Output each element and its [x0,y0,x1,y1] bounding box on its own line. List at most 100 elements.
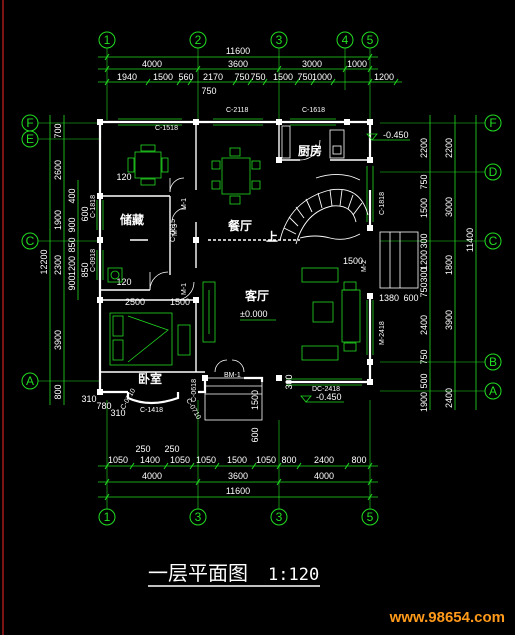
dim-label: 750 [419,282,429,297]
dim-label: 1380 [379,293,399,303]
dim-label: 500 [419,373,429,388]
dim-label: 1050 [170,455,190,465]
axis-label: 5 [367,510,374,524]
dim-label: 1500 [419,198,429,218]
door-tag: M-1 [181,198,188,210]
dim-label: 300 [419,267,429,282]
dim-label: 4000 [142,59,162,69]
elevation-entrance: -0.450 [316,392,342,402]
dim-label: 300 [419,233,429,248]
entrance-steps [204,231,419,421]
dim-label: 3600 [228,59,248,69]
dim-label: 4000 [142,471,162,481]
drawing-scale: 1:120 [268,565,319,585]
dim-label: 2200 [444,138,454,158]
dim-label: 1500 [343,256,363,266]
door-tag: M-1 [181,283,188,295]
dimension-ticks-bottom [104,462,373,501]
dim-label: 2400 [444,388,454,408]
dimension-ticks-top [104,53,399,86]
door-tag: DC-2418 [312,386,340,393]
dim-label: 3900 [444,310,454,330]
dim-label: 600 [80,206,90,221]
door-tag: C-0615 [170,219,177,242]
dim-label: 780 [96,401,111,411]
dim-label: 2400 [314,455,334,465]
dim-label: 4000 [314,471,334,481]
dimension-lines-left [49,115,79,405]
dim-left-total: 12200 [39,249,49,274]
room-label-storage: 储藏 [120,212,144,227]
window-tag: C-1518 [155,125,178,132]
dim-label: 800 [281,455,296,465]
spiral-staircase [279,174,369,245]
dim-label: 1000 [312,72,332,82]
dim-label: 750 [250,72,265,82]
dim-label: 120 [116,277,131,287]
dim-label: 560 [178,72,193,82]
axis-label: A [26,374,34,388]
elevation-kitchen-side: -0.450 [383,130,409,140]
axis-label: 3 [195,510,202,524]
window-tag: C-1818 [90,195,97,218]
room-label-living: 客厅 [244,288,269,303]
dim-label: 850 [67,237,77,252]
dimension-lines-bottom [98,465,378,498]
axis-label: D [489,165,498,179]
dim-label: 750 [419,349,429,364]
axis-label: 1 [104,510,111,524]
axis-bubbles-left [21,114,39,390]
window-tag: C-1418 [140,407,163,414]
window-tag: C-0918 [90,249,97,272]
window-tag: C-1818 [379,192,386,215]
dim-label: 1500 [153,72,173,82]
dim-label: 2200 [419,138,429,158]
dim-label: 250 [164,444,179,454]
doors [149,139,321,373]
dim-label: 600 [250,427,260,442]
dim-label: 1940 [117,72,137,82]
dim-label: 750 [201,86,216,96]
axis-label: E [26,132,34,146]
dim-right-total: 11400 [465,228,475,252]
axis-label: B [489,355,497,369]
dim-label: 1050 [256,455,276,465]
dim-bottom-total: 11600 [226,486,250,496]
dim-label: 2600 [53,160,63,180]
dim-label: 900 [67,275,77,290]
door-tag: BM-1 [224,372,241,379]
axis-label: 4 [342,33,349,47]
dim-label: 1200 [419,250,429,270]
dim-label: 1400 [140,455,160,465]
exterior-walls [98,120,372,405]
axis-label: 3 [276,33,283,47]
watermark-url: www.98654.com [389,609,505,626]
room-label-bedroom: 卧室 [138,371,162,386]
dim-label: 1200 [67,256,77,276]
dim-label: 3900 [53,330,63,350]
dim-label: 1900 [53,210,63,230]
dim-label: 700 [53,123,63,138]
dim-label: 3000 [444,197,454,217]
axis-label: 5 [367,33,374,47]
dim-label: 1050 [108,455,128,465]
dim-label: 1500 [227,455,247,465]
axis-lines [38,48,485,509]
windows [96,118,374,386]
dim-label: 250 [135,444,150,454]
dim-label: 900 [67,217,77,232]
window-tag: C-1618 [302,107,325,114]
kitchen-counter [281,125,345,159]
axis-label: C [26,234,35,248]
dim-label: 600 [403,293,418,303]
dim-label: 1000 [347,59,367,69]
axis-label: A [489,384,497,398]
axis-label: 1 [104,33,111,47]
door-tag: M-2418 [379,321,386,345]
axis-label: 2 [195,33,202,47]
dim-label: 1800 [444,255,454,275]
dim-label: 2500 [125,297,145,307]
dim-label: 1500 [170,297,190,307]
dim-label: 120 [116,172,131,182]
